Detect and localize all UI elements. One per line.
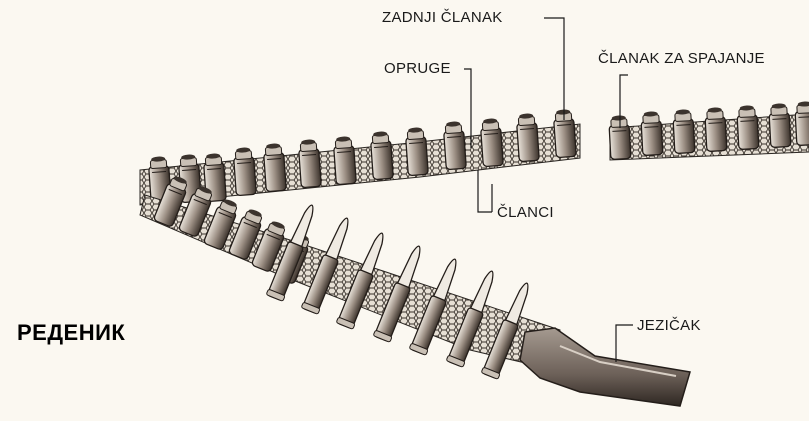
right-belt-fragment bbox=[609, 101, 809, 160]
upper-link-13 bbox=[553, 109, 576, 158]
right-link-7 bbox=[795, 101, 809, 145]
label-connecting-link: ČLANAK ZA SPAJANJE bbox=[598, 50, 765, 67]
leader-tab bbox=[616, 325, 633, 362]
leader-last-link bbox=[544, 18, 564, 120]
diagram-title: РЕДЕНИК bbox=[17, 320, 125, 346]
upper-link-10 bbox=[443, 121, 466, 170]
upper-link-12 bbox=[516, 113, 539, 162]
right-link-3 bbox=[673, 109, 695, 153]
upper-link-9 bbox=[405, 127, 428, 176]
label-links: ČLANCI bbox=[497, 204, 554, 221]
right-link-2 bbox=[641, 111, 663, 155]
label-tab: JEZIČAK bbox=[637, 317, 701, 334]
upper-link-8 bbox=[370, 131, 393, 180]
upper-link-5 bbox=[263, 143, 286, 192]
upper-link-6 bbox=[298, 139, 321, 188]
right-link-5 bbox=[737, 105, 759, 149]
upper-link-11 bbox=[480, 118, 503, 167]
right-link-4 bbox=[705, 107, 727, 151]
right-link-6 bbox=[769, 103, 791, 147]
label-last-link: ZADNJI ČLANAK bbox=[382, 9, 503, 26]
cartridges bbox=[266, 202, 535, 379]
lower-loaded-belt bbox=[140, 174, 690, 406]
leader-links bbox=[478, 170, 492, 212]
upper-link-4 bbox=[233, 147, 256, 196]
upper-link-7 bbox=[333, 136, 356, 185]
feed-tab bbox=[520, 328, 690, 406]
label-springs: OPRUGE bbox=[384, 60, 451, 77]
